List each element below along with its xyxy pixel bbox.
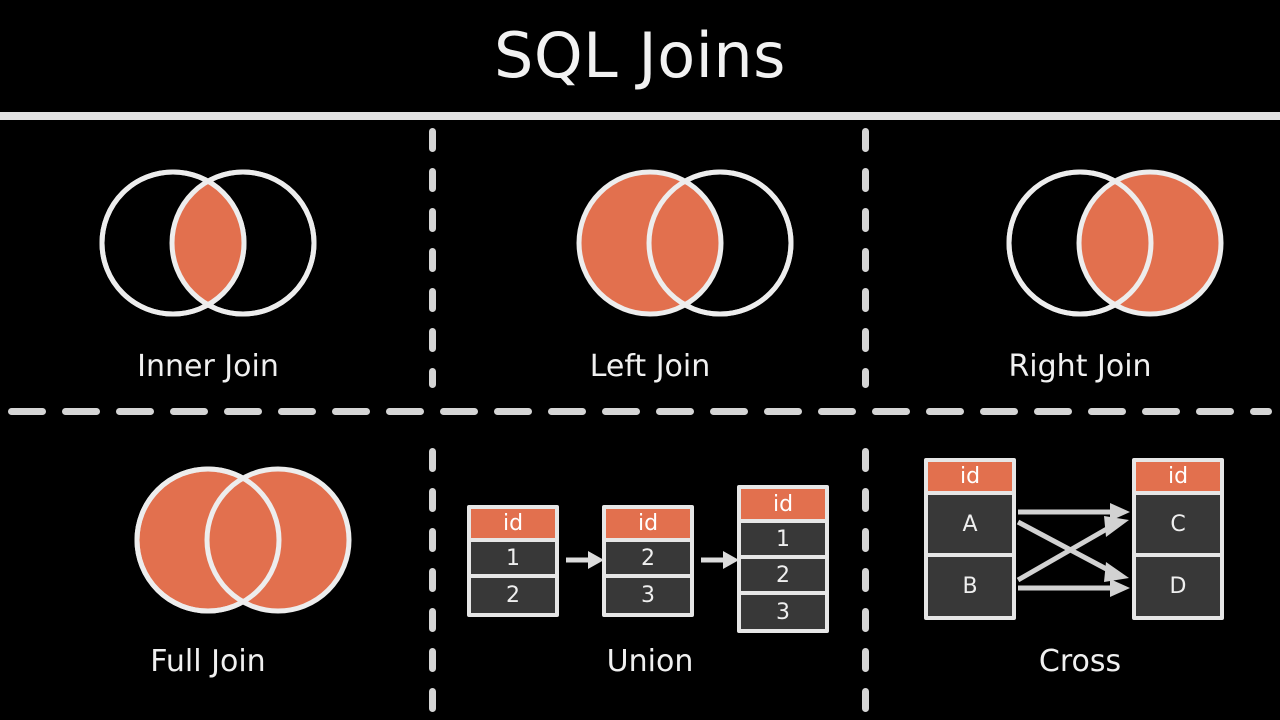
divider-dash [1142, 408, 1180, 415]
divider-vertical-bottom-left [429, 448, 436, 716]
venn-right-join-icon [1006, 169, 1224, 317]
venn-left-join-icon [576, 169, 794, 317]
divider-dash [429, 608, 436, 632]
union-table-result-cell-1: 2 [741, 559, 825, 595]
divider-dash [862, 568, 869, 592]
panel-label-inner-join: Inner Join [137, 349, 279, 384]
divider-dash [429, 208, 436, 232]
panel-label-full-join: Full Join [150, 644, 266, 679]
divider-dash [429, 648, 436, 672]
divider-dash [862, 328, 869, 352]
divider-dash [862, 688, 869, 712]
divider-dash [429, 168, 436, 192]
venn-inner-join-icon [99, 169, 317, 317]
divider-dash [862, 248, 869, 272]
divider-dash [862, 448, 869, 472]
divider-dash [62, 408, 100, 415]
divider-dash [862, 608, 869, 632]
divider-dash [8, 408, 46, 415]
divider-dash [440, 408, 478, 415]
cross-table-right-cell-0: C [1136, 495, 1220, 557]
panel-label-left-join: Left Join [589, 349, 711, 384]
panel-right-join[interactable]: Right Join [900, 140, 1260, 410]
cross-table-left-cell-0: A [928, 495, 1012, 557]
union-table-1-header: id [471, 509, 555, 542]
divider-dash [278, 408, 316, 415]
divider-dash [980, 408, 1018, 415]
divider-dash [429, 688, 436, 712]
divider-dash [429, 568, 436, 592]
divider-dash [862, 488, 869, 512]
divider-vertical-top-right [862, 128, 869, 388]
panel-inner-join[interactable]: Inner Join [28, 140, 388, 410]
divider-dash [862, 368, 869, 388]
union-table-1-cell-0: 1 [471, 542, 555, 578]
cross-table-left-cell-1: B [928, 557, 1012, 616]
divider-dash [862, 168, 869, 192]
panel-label-right-join: Right Join [1008, 349, 1152, 384]
divider-dash [429, 128, 436, 152]
divider-dash [818, 408, 856, 415]
divider-dash [429, 528, 436, 552]
divider-dash [429, 248, 436, 272]
divider-dash [862, 288, 869, 312]
page-title: SQL Joins [494, 19, 786, 92]
cross-table-left-header: id [928, 462, 1012, 495]
divider-dash [224, 408, 262, 415]
divider-dash [862, 208, 869, 232]
union-table-result-cell-0: 1 [741, 523, 825, 559]
divider-dash [494, 408, 532, 415]
divider-dash [862, 648, 869, 672]
cross-table-left[interactable]: id A B [924, 458, 1016, 620]
cross-arrows-icon [1016, 503, 1130, 597]
divider-dash [429, 288, 436, 312]
union-table-result-cell-2: 3 [741, 595, 825, 629]
divider-dash [710, 408, 748, 415]
union-table-result-header: id [741, 489, 825, 523]
cross-table-right[interactable]: id C D [1132, 458, 1224, 620]
divider-dash [1088, 408, 1126, 415]
panel-left-join[interactable]: Left Join [470, 140, 830, 410]
divider-dash [429, 488, 436, 512]
panel-label-union: Union [606, 644, 694, 679]
divider-horizontal-middle [8, 408, 1272, 415]
union-table-2[interactable]: id 2 3 [602, 505, 694, 617]
divider-dash [429, 368, 436, 388]
union-table-2-cell-1: 3 [606, 578, 690, 613]
union-table-2-cell-0: 2 [606, 542, 690, 578]
divider-dash [764, 408, 802, 415]
divider-dash [862, 528, 869, 552]
divider-dash [116, 408, 154, 415]
divider-dash [429, 328, 436, 352]
divider-dash [926, 408, 964, 415]
divider-dash [1250, 408, 1272, 415]
divider-dash [872, 408, 910, 415]
cross-table-right-cell-1: D [1136, 557, 1220, 616]
divider-dash [1034, 408, 1072, 415]
union-table-2-header: id [606, 509, 690, 542]
divider-dash [548, 408, 586, 415]
divider-vertical-bottom-right [862, 448, 869, 716]
union-table-1[interactable]: id 1 2 [467, 505, 559, 617]
union-table-1-cell-1: 2 [471, 578, 555, 613]
arrow-right-icon-2 [701, 551, 739, 569]
panel-union[interactable]: id 1 2 id 2 3 id 1 2 3 Union [450, 440, 850, 700]
divider-vertical-top-left [429, 128, 436, 388]
cross-table-right-header: id [1136, 462, 1220, 495]
divider-dash [386, 408, 424, 415]
title-underline-rule [0, 112, 1280, 120]
divider-dash [862, 128, 869, 152]
divider-dash [656, 408, 694, 415]
union-table-result[interactable]: id 1 2 3 [737, 485, 829, 633]
venn-full-join-icon [134, 466, 352, 614]
divider-dash [429, 448, 436, 472]
arrow-right-icon-1 [566, 551, 604, 569]
panel-full-join[interactable]: Full Join [28, 440, 388, 710]
panel-label-cross: Cross [1038, 644, 1122, 679]
divider-dash [332, 408, 370, 415]
divider-dash [602, 408, 640, 415]
panel-cross[interactable]: id A B id C D Cross [880, 440, 1280, 700]
divider-dash [170, 408, 208, 415]
divider-dash [1196, 408, 1234, 415]
